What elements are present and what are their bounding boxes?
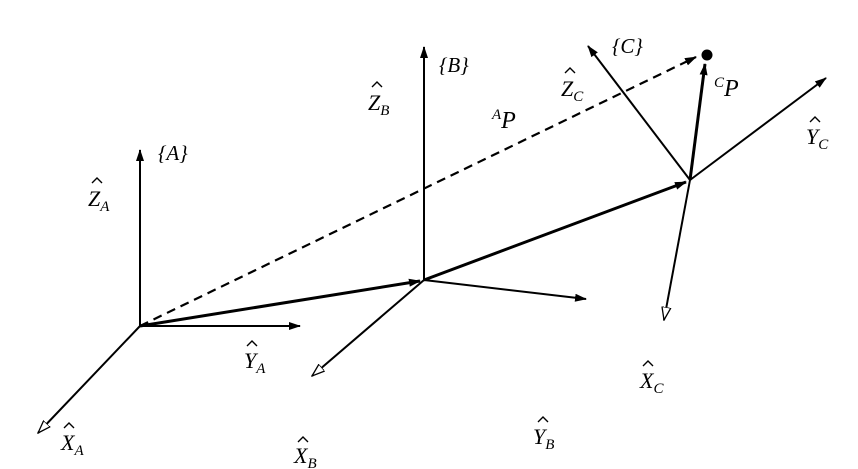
frame-c-z-axis (587, 45, 691, 181)
vector-cp (688, 63, 708, 181)
frame-c-x-label: XC (639, 360, 664, 397)
frame-c-x-axis (664, 179, 691, 320)
frame-a-x-axis (38, 325, 141, 433)
frame-a-label: {A} (158, 141, 188, 165)
frame-c-z-label: ZC (561, 67, 584, 105)
frame-c-y-label: YC (806, 116, 829, 153)
frame-c-y-axis (689, 77, 827, 181)
svg-text:ZB: ZB (368, 90, 389, 119)
frame-b-label: {B} (439, 53, 469, 77)
vector-ap-label: AP (491, 107, 516, 134)
frame-c: {C} ZC YC XC (561, 34, 829, 397)
frame-b-y-axis (423, 279, 587, 302)
frame-b-x-label: XB (293, 436, 317, 469)
frame-b-y-label: YB (533, 416, 554, 453)
svg-text:YA: YA (244, 348, 266, 377)
frame-a-x-label: XA (60, 422, 84, 459)
vector-cp-label: CP (714, 75, 739, 102)
point-p (701, 49, 713, 61)
vector-b-to-c (423, 180, 687, 282)
frame-c-label: {C} (612, 34, 643, 58)
svg-text:XC: XC (639, 368, 664, 397)
svg-text:ZA: ZA (88, 186, 110, 215)
svg-text:YB: YB (533, 424, 554, 453)
frame-a-y-label: YA (244, 340, 266, 377)
svg-text:XA: XA (60, 430, 84, 459)
frame-a-z-label: ZA (88, 177, 110, 215)
svg-text:ZC: ZC (561, 76, 584, 105)
vector-ap-dashed (139, 56, 697, 327)
frame-a: {A} ZA YA XA (38, 141, 301, 459)
svg-text:XB: XB (293, 443, 317, 469)
frame-b-z-label: ZB (368, 81, 389, 119)
vector-a-to-b (139, 278, 421, 328)
svg-text:YC: YC (806, 124, 829, 153)
frame-b-x-axis (312, 279, 425, 376)
frame-b: {B} ZB YB XB (293, 46, 587, 469)
